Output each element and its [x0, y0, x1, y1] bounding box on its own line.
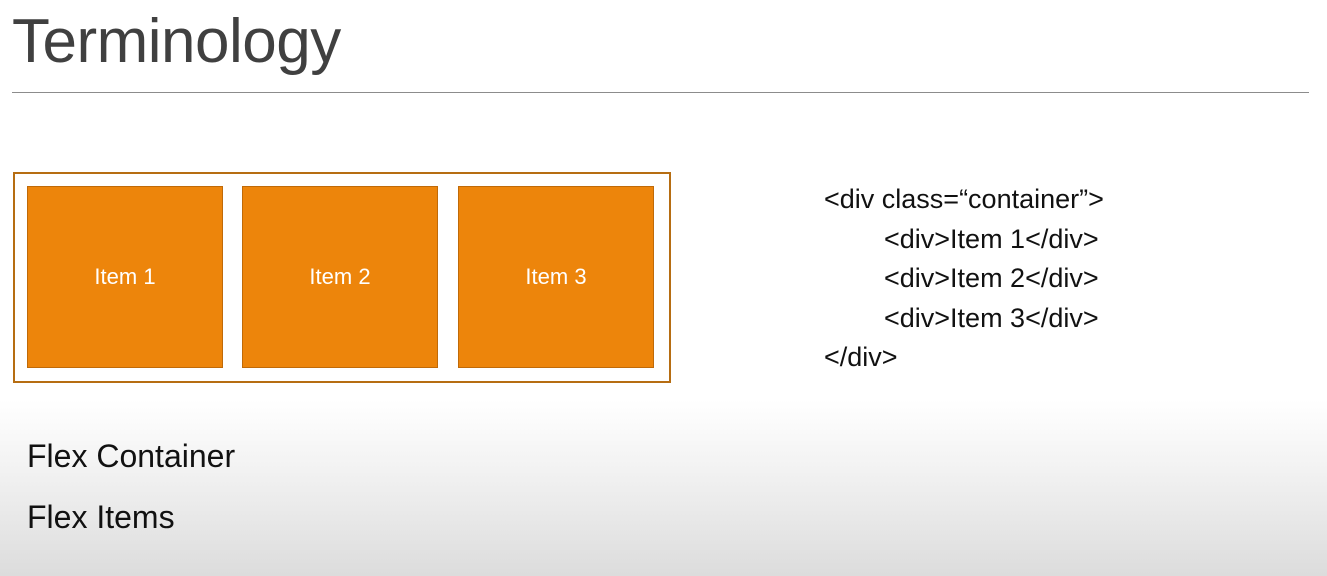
term-flex-items: Flex Items [27, 499, 175, 535]
flex-item-2: Item 2 [242, 186, 438, 368]
flex-container-diagram: Item 1 Item 2 Item 3 [13, 172, 671, 383]
code-line-item-2: <div>Item 2</div> [884, 263, 1099, 293]
slide-title: Terminology [12, 7, 341, 76]
html-code-sample: <div class=“container”> <div>Item 1</div… [824, 180, 1104, 378]
term-flex-container: Flex Container [27, 438, 236, 474]
title-divider [12, 92, 1309, 93]
code-line-container-close: </div> [824, 342, 898, 372]
flex-item-1: Item 1 [27, 186, 223, 368]
flex-item-3: Item 3 [458, 186, 654, 368]
code-line-item-3: <div>Item 3</div> [884, 302, 1099, 333]
code-line-container-open: <div class=“container”> [824, 184, 1104, 214]
code-line-item-1: <div>Item 1</div> [884, 223, 1099, 254]
